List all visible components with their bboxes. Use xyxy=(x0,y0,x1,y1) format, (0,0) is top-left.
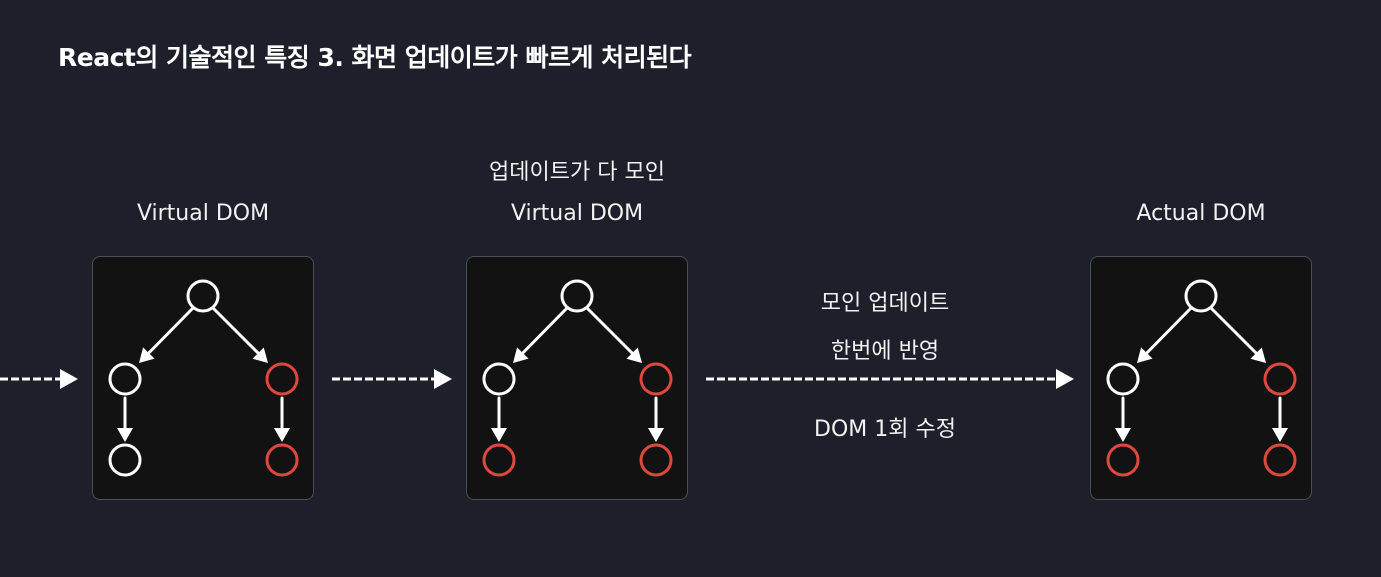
merge-text-line1: 모인 업데이트 xyxy=(820,291,950,316)
tree1-edge-root-right-head xyxy=(252,347,268,363)
tree2-node-left xyxy=(482,362,516,396)
tree3-edge-root-left-head xyxy=(1137,347,1153,363)
panel1-caption: Virtual DOM xyxy=(136,201,270,226)
tree3-node-left xyxy=(1106,362,1140,396)
tree3-edge-root-right-head xyxy=(1250,347,1266,363)
arrow-vdom-to-merged-head xyxy=(434,369,452,389)
tree1-edge-root-left-head xyxy=(139,347,155,363)
arrow-merged-to-actual-head xyxy=(1056,369,1074,389)
tree1-node-left-child xyxy=(108,443,142,477)
panel2-caption-top: 업데이트가 다 모인 xyxy=(489,160,665,185)
tree1-edge-right-child-head xyxy=(274,428,290,442)
tree1-node-right-child xyxy=(265,443,299,477)
tree2-edge-root-left xyxy=(521,306,569,355)
tree1-node-right xyxy=(265,362,299,396)
tree2-edge-root-right xyxy=(585,306,634,355)
merge-text-line2: 한번에 반영 xyxy=(830,339,940,364)
tree2-node-left-child xyxy=(482,443,516,477)
tree3-node-right xyxy=(1263,362,1297,396)
incoming-arrow-head xyxy=(60,369,78,389)
tree1-node-root xyxy=(186,279,220,313)
panel2-caption: Virtual DOM xyxy=(510,201,644,226)
tree3-edge-right-child-head xyxy=(1272,428,1288,442)
slide-title: React의 기술적인 특징 3. 화면 업데이트가 빠르게 처리된다 xyxy=(58,43,692,72)
tree3-node-left-child xyxy=(1106,443,1140,477)
tree1-edge-root-right xyxy=(211,306,260,355)
tree1-node-left xyxy=(108,362,142,396)
tree3-node-right-child xyxy=(1263,443,1297,477)
panel3-caption: Actual DOM xyxy=(1136,201,1266,226)
tree2-edge-left-child-head xyxy=(491,428,507,442)
tree2-edge-root-left-head xyxy=(513,347,529,363)
tree2-node-root xyxy=(560,279,594,313)
tree3-node-root xyxy=(1184,279,1218,313)
actual-dom-panel xyxy=(1090,256,1312,500)
tree2-edge-root-right-head xyxy=(626,347,642,363)
tree3-edge-left-child-head xyxy=(1115,428,1131,442)
merged-virtual-dom-panel xyxy=(466,256,688,500)
tree2-node-right xyxy=(639,362,673,396)
tree3-edge-root-right xyxy=(1209,306,1258,355)
merge-text-line3: DOM 1회 수정 xyxy=(814,417,956,442)
tree3-edge-root-left xyxy=(1145,306,1193,355)
tree1-edge-left-child-head xyxy=(117,428,133,442)
tree1-edge-root-left xyxy=(147,306,195,355)
tree2-node-right-child xyxy=(639,443,673,477)
virtual-dom-panel xyxy=(92,256,314,500)
tree2-edge-right-child-head xyxy=(648,428,664,442)
